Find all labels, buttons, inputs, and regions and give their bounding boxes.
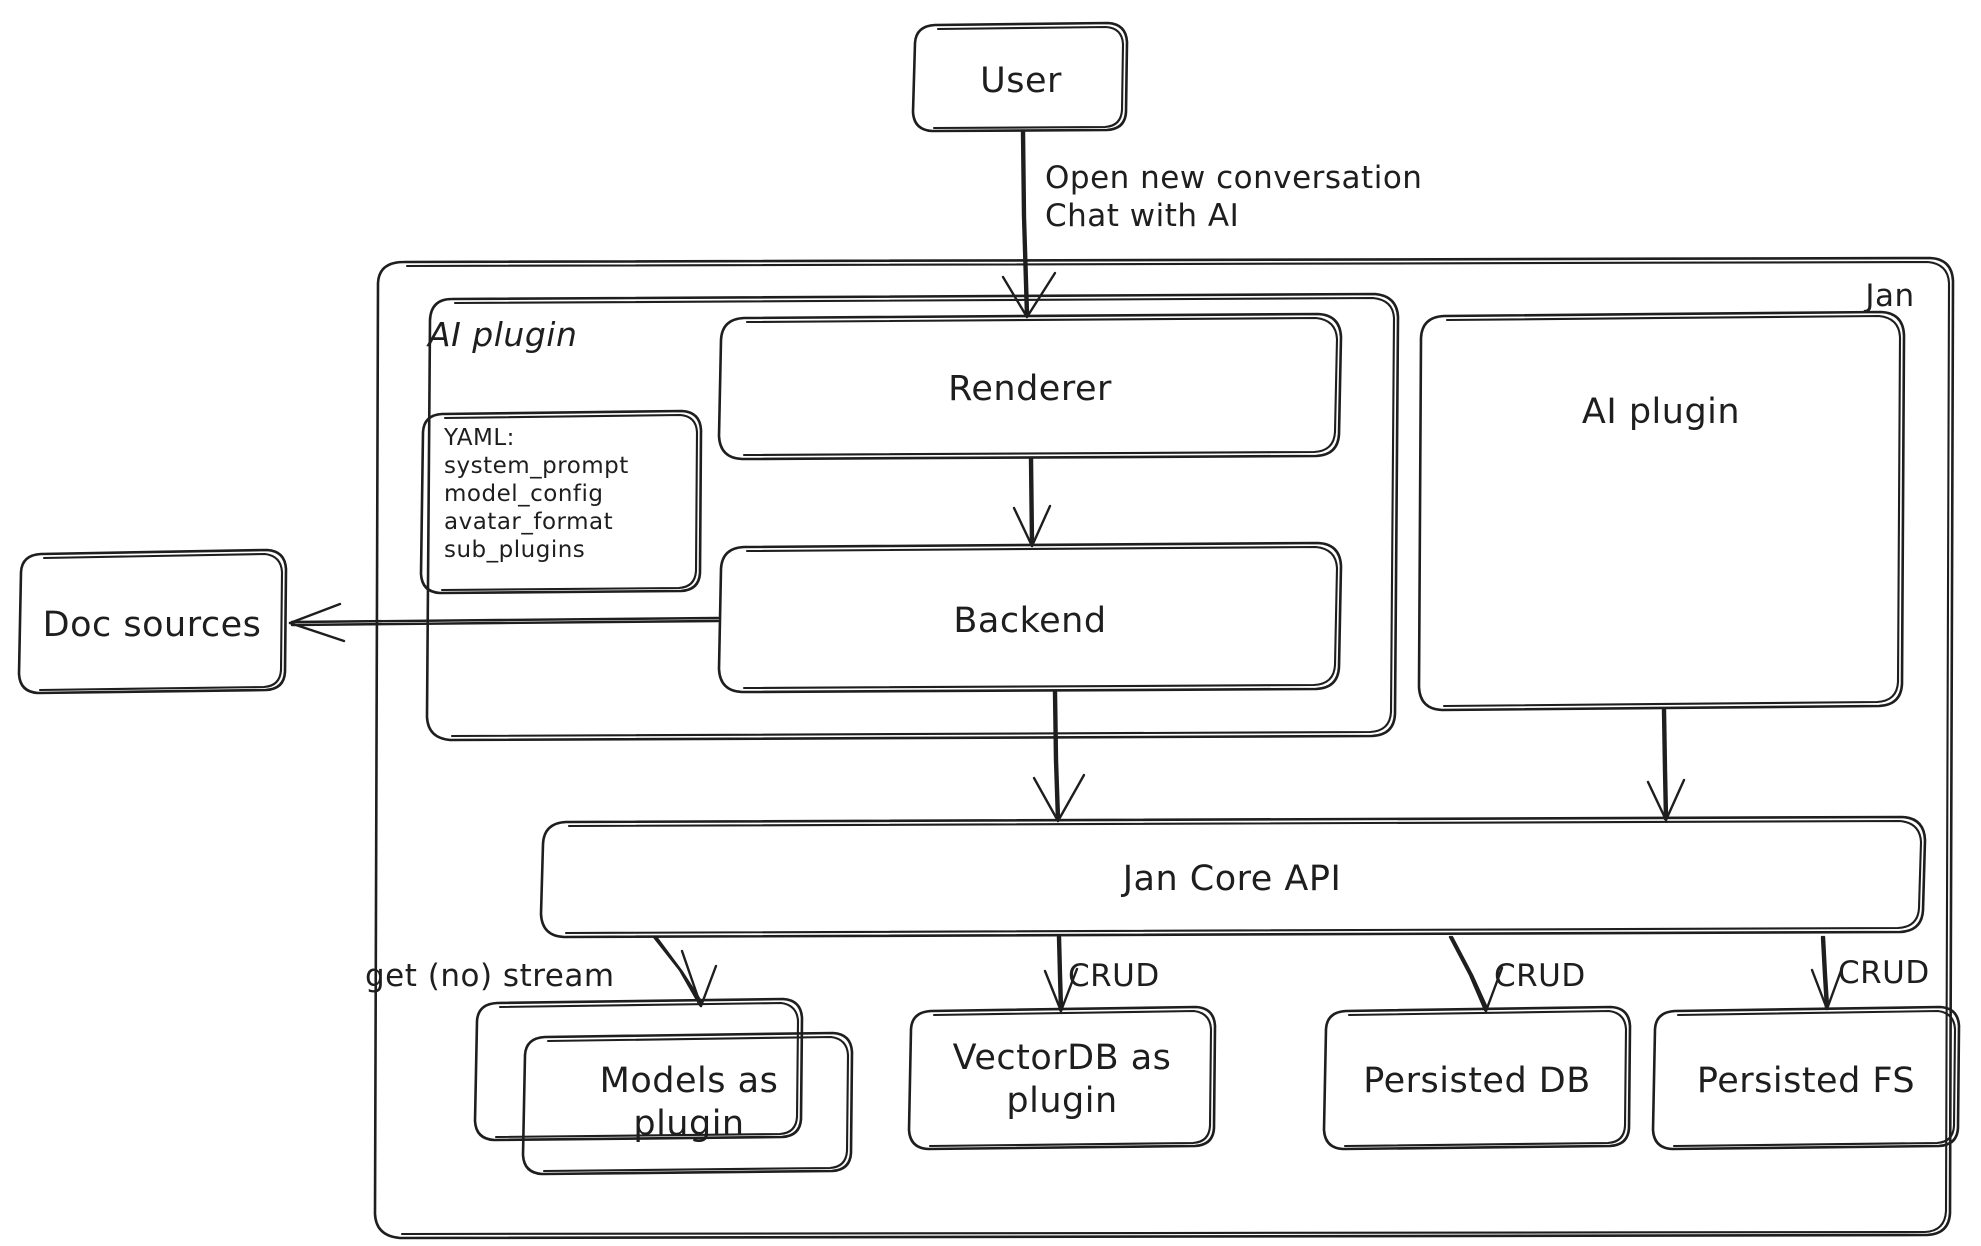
node-vectordb-plugin-outline	[907, 1005, 1217, 1151]
node-models-plugin-outline	[521, 1031, 854, 1176]
edge-backend-to-doc-sources	[288, 602, 720, 643]
container-jan-outline	[373, 256, 1955, 1240]
node-persisted-db-outline	[1322, 1005, 1632, 1151]
node-yaml-note-outline	[419, 409, 703, 595]
node-models-plugin-outer-outline	[473, 997, 804, 1142]
node-jan-core-api-outline	[539, 815, 1927, 939]
node-persisted-fs-outline	[1651, 1005, 1961, 1151]
edge-core-to-persisted-fs	[1810, 935, 1844, 1011]
node-renderer-outline	[717, 312, 1343, 461]
edge-core-to-models-plugin	[652, 935, 718, 1008]
node-user-outline	[911, 21, 1129, 133]
edge-renderer-to-backend	[1012, 456, 1052, 548]
edge-backend-to-jan-core-api	[1032, 690, 1086, 823]
edge-core-to-persisted-db	[1448, 935, 1504, 1013]
edge-user-to-renderer	[1001, 129, 1057, 319]
edge-core-to-vectordb-plugin	[1043, 935, 1079, 1013]
node-doc-sources-outline	[17, 548, 288, 695]
node-backend-outline	[717, 541, 1343, 694]
edge-ai-plugin-to-jan-core-api	[1646, 708, 1686, 822]
node-ai-plugin-right-outline	[1417, 310, 1906, 712]
container-ai-plugin-group-outline	[425, 292, 1400, 742]
